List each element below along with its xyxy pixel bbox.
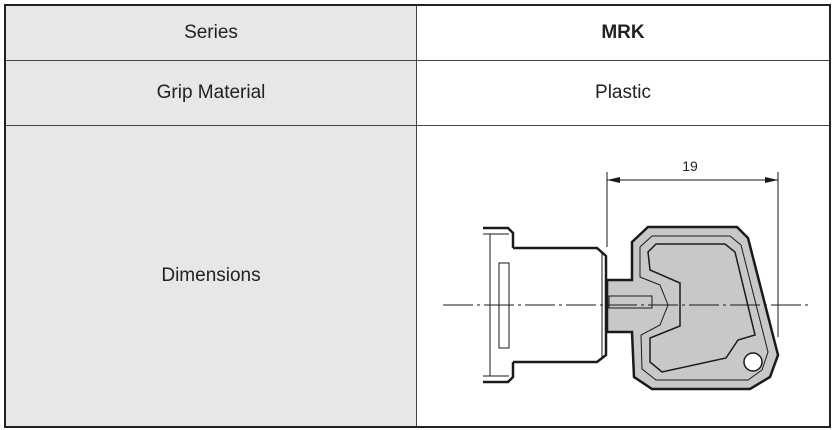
dimensions-cell: 19: [416, 124, 831, 428]
dimensions-label: Dimensions: [4, 124, 417, 428]
spec-table: Series MRK Grip Material Plastic Dimensi…: [4, 4, 831, 428]
key-blade: [608, 295, 653, 309]
dimension-value: 19: [682, 158, 698, 174]
grip-material-label: Grip Material: [4, 59, 417, 126]
series-label: Series: [4, 4, 417, 61]
grip-material-value: Plastic: [416, 59, 831, 126]
table-row: Grip Material Plastic: [4, 59, 831, 126]
key-lock-diagram: 19: [443, 158, 809, 390]
table-row: Series MRK: [4, 4, 831, 61]
lock-flange: [483, 226, 515, 383]
table-row: Dimensions: [4, 124, 831, 428]
key-dimension-drawing: 19: [417, 126, 829, 426]
key-ring-hole: [743, 352, 763, 372]
series-value: MRK: [416, 4, 831, 61]
